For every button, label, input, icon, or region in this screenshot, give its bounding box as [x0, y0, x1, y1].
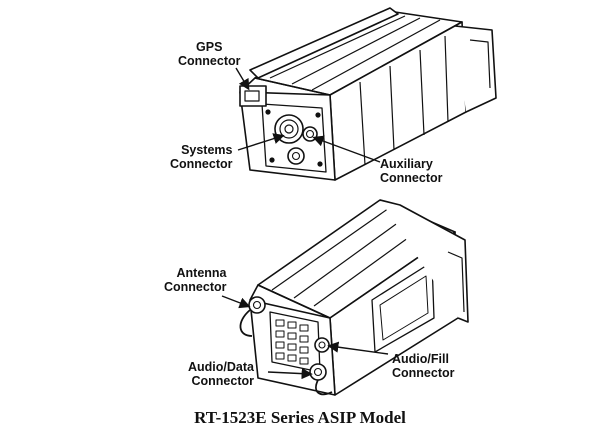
audio-data-connector-label: Audio/Data Connector: [188, 360, 254, 388]
gps-connector-label: GPS Connector: [178, 40, 241, 68]
bottom-radio-unit: [239, 199, 469, 396]
figure-caption: RT-1523E Series ASIP Model: [194, 408, 406, 427]
top-radio-unit: [239, 7, 497, 181]
bottom-leaders: [221, 295, 389, 380]
top-leaders: [235, 67, 381, 163]
antenna-connector-label: Antenna Connector: [164, 266, 227, 294]
auxiliary-connector-label: Auxiliary Connector: [380, 157, 443, 185]
systems-connector-label: Systems Connector: [170, 143, 233, 171]
audio-fill-connector-label: Audio/Fill Connector: [392, 352, 455, 380]
